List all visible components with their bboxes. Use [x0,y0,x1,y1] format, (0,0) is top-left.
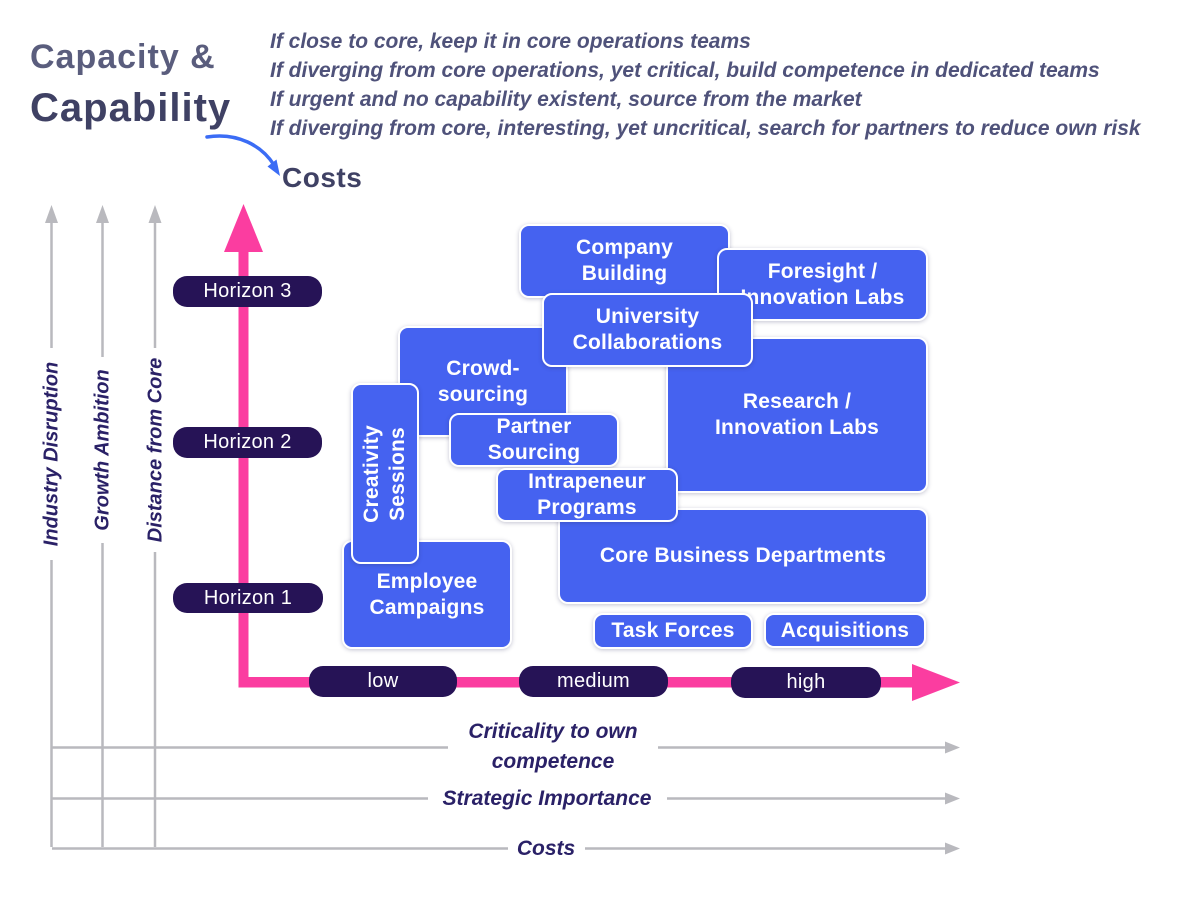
box-foresight-innovation-labs: Foresight / Innovation Labs [717,248,928,321]
bottom-axis-arrowheads [945,741,960,855]
arrowhead-icon [45,205,58,223]
box-task-forces: Task Forces [593,613,753,649]
advice-line: If urgent and no capability existent, so… [270,88,862,111]
bottom-axis-label-costs: Costs [516,837,576,860]
page-title-line2: Capability [30,86,232,130]
main-x-axis-arrowhead-icon [912,664,960,701]
y-axis-lines [50,222,157,847]
x-tick-low-pill: low [309,666,457,697]
curved-arrowhead-icon [267,159,280,176]
x-tick-high-pill: high [731,667,881,698]
y-axis-label-growth-ambition: Growth Ambition [91,369,114,531]
box-university-collaborations: University Collaborations [542,293,753,367]
box-partner-sourcing: Partner Sourcing [449,413,619,467]
arrowhead-icon [96,205,109,223]
advice-line: If close to core, keep it in core operat… [270,30,751,53]
curved-arrow-line [205,134,276,167]
horizon-2-pill: Horizon 2 [173,427,322,458]
y-axis-label-industry-disruption: Industry Disruption [40,361,63,547]
box-acquisitions: Acquisitions [764,613,926,648]
creativity-sessions-label: Creativity Sessions [360,424,409,523]
costs-callout-arrow [205,134,280,176]
horizon-1-pill: Horizon 1 [173,583,323,613]
box-creativity-sessions: Creativity Sessions [351,383,419,564]
box-crowdsourcing: Crowd- sourcing [398,326,568,437]
advice-text-block: If close to core, keep it in core operat… [270,27,1190,143]
arrowhead-icon [148,205,162,223]
advice-line: If diverging from core, interesting, yet… [270,117,1141,140]
y-axis-label-distance-from-core: Distance from Core [144,357,167,543]
bottom-axis-label-strategic-importance: Strategic Importance [442,787,652,810]
costs-callout-label: Costs [282,162,363,193]
horizon-3-pill: Horizon 3 [173,276,322,307]
box-company-building: Company Building [519,224,730,298]
bottom-axis-label-criticality: Criticality to own competence [468,720,638,773]
x-tick-medium-pill: medium [519,666,668,697]
arrowhead-icon [945,792,960,805]
main-y-axis-line [238,248,249,688]
box-intrapeneur-programs: Intrapeneur Programs [496,468,678,522]
advice-line: If diverging from core operations, yet c… [270,59,1100,82]
arrowhead-icon [945,741,960,754]
box-employee-campaigns: Employee Campaigns [342,540,512,649]
bottom-axis-lines [52,746,946,850]
y-axis-arrowheads [45,205,162,223]
page-title-line1: Capacity & [30,38,216,76]
main-y-axis-arrowhead-icon [224,204,263,252]
arrowhead-icon [945,842,960,855]
box-core-business-departments: Core Business Departments [558,508,928,604]
